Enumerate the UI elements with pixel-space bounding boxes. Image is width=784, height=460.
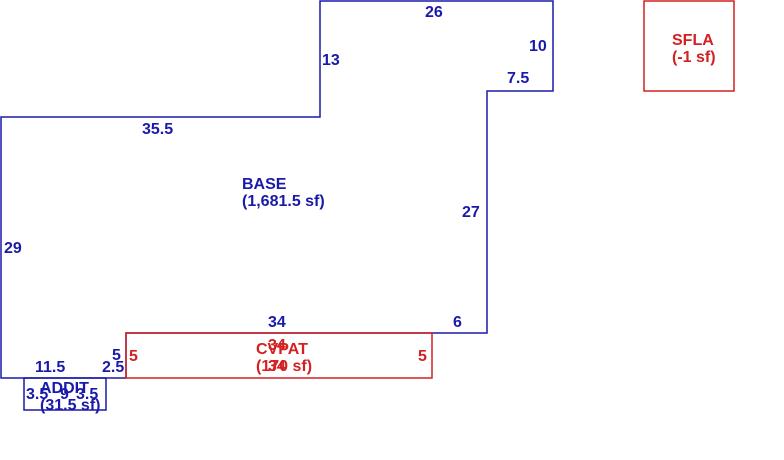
cvpat-dim-left: 5 (129, 348, 138, 365)
base-name: BASE (242, 176, 287, 193)
base-dim-riser: 13 (322, 52, 340, 69)
addit-dim-right: 3.5 (76, 386, 98, 403)
cvpat-dim-right: 5 (418, 348, 427, 365)
base-dim-top: 26 (425, 4, 443, 21)
base-dim-left: 29 (4, 240, 22, 257)
base-dim-small: 5 (112, 347, 121, 364)
addit-name: ADDIT (40, 380, 89, 397)
addit-dim-mid: 9 (60, 386, 69, 403)
base-dim-notch: 2.5 (102, 359, 124, 376)
sfla-area: (-1 sf) (672, 49, 716, 66)
cvpat-outline[interactable] (125, 332, 433, 379)
sfla-outline[interactable] (643, 0, 735, 92)
addit-area: (31.5 sf) (40, 397, 100, 414)
base-dim-right: 27 (462, 204, 480, 221)
base-dim-bottom-right: 6 (453, 314, 462, 331)
base-area: (1,681.5 sf) (242, 193, 325, 210)
cvpat-dim-bottom: 34 (268, 358, 286, 375)
base-dim-step: 7.5 (507, 70, 529, 87)
base-dim-bottom: 34 (268, 314, 286, 331)
cvpat-dim-top: 34 (268, 337, 286, 354)
addit-outline[interactable] (23, 377, 107, 411)
base-dim-right-upper: 10 (529, 38, 547, 55)
base-dim-upper-left: 35.5 (142, 121, 173, 138)
sfla-name: SFLA (672, 32, 714, 49)
cvpat-area: (170 sf) (256, 358, 312, 375)
base-dim-bottom-left: 11.5 (35, 359, 65, 376)
addit-dim-left: 3.5 (26, 386, 48, 403)
cvpat-name: CVPAT (256, 341, 308, 358)
